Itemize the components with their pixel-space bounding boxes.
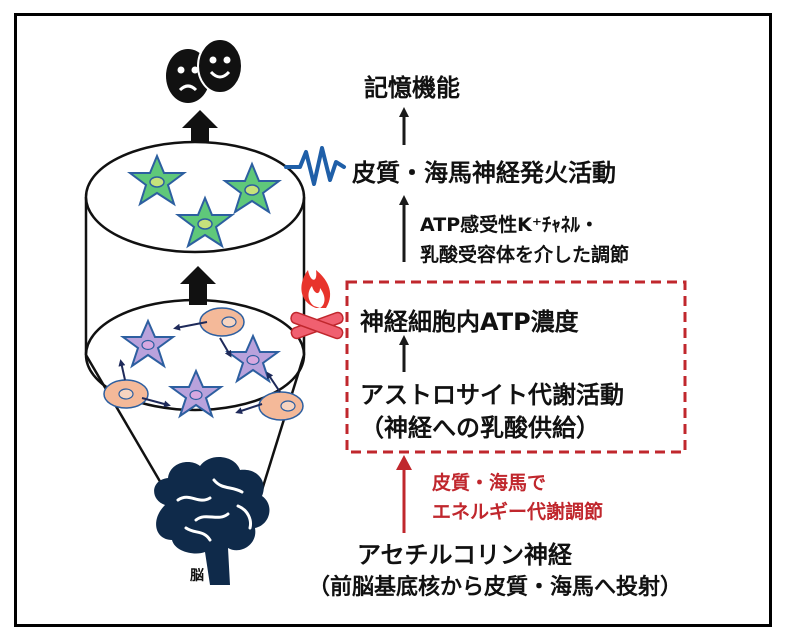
projection-label: （前脳基底核から皮質・海馬へ投射） — [308, 575, 683, 600]
brain-icon — [154, 456, 270, 585]
red-arrowhead — [396, 455, 412, 470]
campfire-icon — [290, 270, 344, 340]
neuron-stars — [127, 153, 282, 249]
regulation-label-line1: ATP感受性K⁺ﾁｬﾈﾙ・ — [420, 214, 599, 236]
memory-function-label: 記憶機能 — [364, 74, 460, 102]
lactate-supply-label: （神経への乳酸供給） — [360, 414, 600, 442]
brain-cylinder — [84, 140, 306, 491]
wave-icon — [284, 146, 346, 186]
regulation-label-line2: 乳酸受容体を介した調節 — [420, 244, 630, 266]
firing-activity-label: 皮質・海馬神経発火活動 — [352, 159, 616, 187]
lactate-ovals — [103, 307, 304, 421]
astrocyte-activity-label: アストロサイト代謝活動 — [360, 381, 624, 409]
acetylcholine-neuron-label: アセチルコリン神経 — [357, 541, 573, 569]
middle-block-arrow — [180, 266, 216, 305]
astrocyte-dashed-box — [345, 280, 687, 454]
atp-concentration-label: 神経細胞内ATP濃度 — [360, 308, 579, 336]
brain-label: 脳 — [190, 568, 204, 584]
lactate-transfer-arrows — [118, 321, 281, 415]
energy-regulation-line1: 皮質・海馬で — [432, 472, 547, 494]
energy-regulation-line2: エネルギー代謝調節 — [432, 501, 604, 523]
theater-masks-icon — [166, 38, 243, 103]
astrocyte-stars — [119, 318, 282, 419]
